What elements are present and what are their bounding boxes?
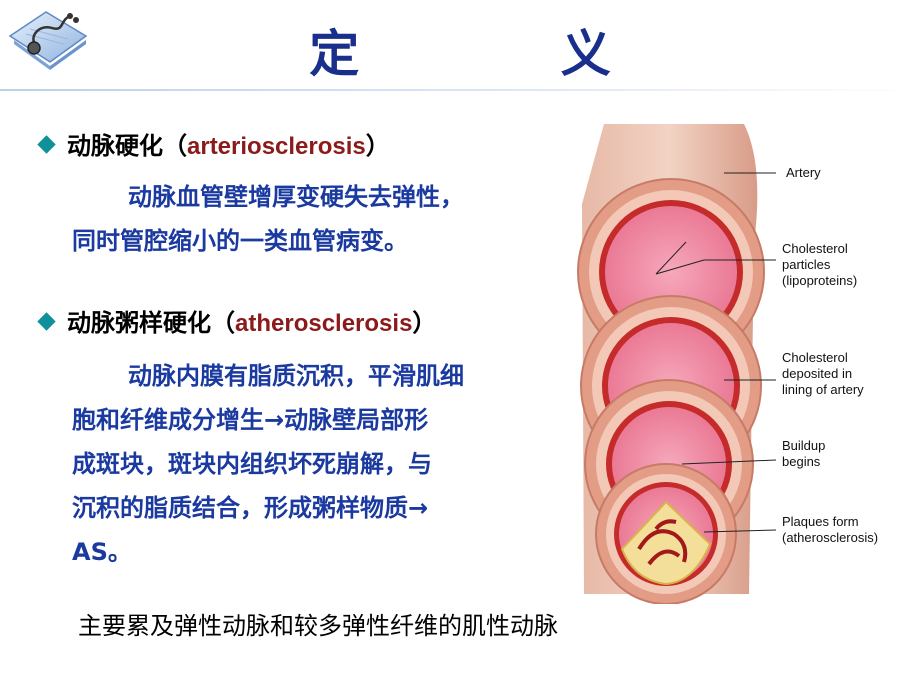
definition-line: 胞和纤维成分增生→动脉壁局部形 xyxy=(72,406,429,434)
header-divider xyxy=(0,89,920,91)
bullet-arteriosclerosis: 动脉硬化（arteriosclerosis） xyxy=(37,126,390,161)
footer-note: 主要累及弹性动脉和较多弹性纤维的肌性动脉 xyxy=(78,612,558,640)
bullet-label-close: ） xyxy=(365,132,390,160)
artery-cross-section-illustration: Artery Cholesterol particles (lipoprotei… xyxy=(564,124,916,604)
definition-line: 成斑块，斑块内组织坏死崩解，与 xyxy=(72,450,432,478)
definition-arteriosclerosis: 动脉血管壁增厚变硬失去弹性， 同时管腔缩小的一类血管病变。 xyxy=(72,175,464,263)
label-cholesterol-deposited: Cholesterol xyxy=(782,350,848,365)
definition-line: 动脉血管壁增厚变硬失去弹性， xyxy=(128,183,464,211)
label-cholesterol-deposited: deposited in xyxy=(782,366,852,381)
bullet-label-cn: 动脉硬化（ xyxy=(67,132,187,160)
definition-line: 沉积的脂质结合，形成粥样物质→ xyxy=(72,494,429,522)
bullet-label-en: atherosclerosis xyxy=(235,310,413,337)
diamond-bullet-icon xyxy=(37,135,56,154)
definition-line: 动脉内膜有脂质沉积，平滑肌细 xyxy=(128,362,464,390)
label-cholesterol-deposited: lining of artery xyxy=(782,382,864,397)
label-cholesterol-particles: Cholesterol xyxy=(782,241,848,256)
bullet-label-close: ） xyxy=(412,309,437,337)
label-artery: Artery xyxy=(786,165,821,180)
bullet-label-cn: 动脉粥样硬化（ xyxy=(67,309,235,337)
bullet-label-en: arteriosclerosis xyxy=(187,133,366,160)
label-buildup: begins xyxy=(782,454,821,469)
definition-line: AS。 xyxy=(72,538,132,566)
label-buildup: Buildup xyxy=(782,438,825,453)
stethoscope-logo-icon xyxy=(8,11,88,70)
bullet-atherosclerosis: 动脉粥样硬化（atherosclerosis） xyxy=(37,303,437,338)
artery-ring xyxy=(595,463,737,604)
definition-atherosclerosis: 动脉内膜有脂质沉积，平滑肌细 胞和纤维成分增生→动脉壁局部形 成斑块，斑块内组织… xyxy=(72,354,464,574)
page-title: 定 义 xyxy=(309,25,703,83)
label-plaques: (atherosclerosis) xyxy=(782,530,878,545)
label-plaques: Plaques form xyxy=(782,514,859,529)
label-cholesterol-particles: (lipoproteins) xyxy=(782,273,857,288)
diamond-bullet-icon xyxy=(37,312,56,331)
definition-line: 同时管腔缩小的一类血管病变。 xyxy=(72,227,408,255)
label-cholesterol-particles: particles xyxy=(782,257,831,272)
